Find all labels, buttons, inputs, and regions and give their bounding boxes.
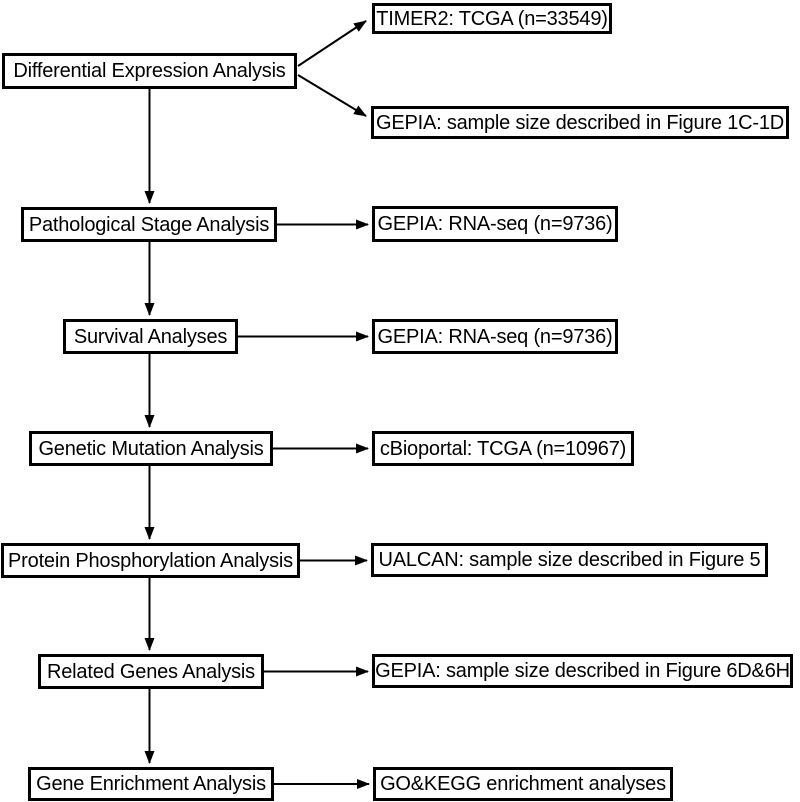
source-box-ualcan-figure-5: UALCAN: sample size described in Figure …	[371, 543, 768, 577]
step-box-pathological-stage-analysis: Pathological Stage Analysis	[21, 207, 277, 242]
step-box-related-genes-analysis: Related Genes Analysis	[38, 654, 264, 689]
source-box-gepia-figure-1c-1d: GEPIA: sample size described in Figure 1…	[371, 106, 789, 139]
step-box-differential-expression-analysis: Differential Expression Analysis	[2, 53, 297, 89]
arrow-step1-to-timer2	[297, 20, 367, 67]
arrow-step1-to-gepia-figure	[297, 74, 367, 117]
source-box-timer2-tcga: TIMER2: TCGA (n=33549)	[372, 3, 612, 34]
step-box-genetic-mutation-analysis: Genetic Mutation Analysis	[29, 431, 273, 466]
source-box-go-kegg: GO&KEGG enrichment analyses	[373, 767, 673, 801]
source-box-cbioportal-tcga: cBioportal: TCGA (n=10967)	[372, 431, 634, 466]
step-box-gene-enrichment-analysis: Gene Enrichment Analysis	[28, 767, 274, 801]
source-box-gepia-figure-6d-6h: GEPIA: sample size described in Figure 6…	[372, 654, 793, 688]
step-box-protein-phosphorylation-analysis: Protein Phosphorylation Analysis	[1, 543, 300, 578]
source-box-gepia-rna-seq-stage: GEPIA: RNA-seq (n=9736)	[372, 206, 618, 242]
step-box-survival-analyses: Survival Analyses	[63, 319, 238, 354]
source-box-gepia-rna-seq-survival: GEPIA: RNA-seq (n=9736)	[372, 319, 618, 354]
